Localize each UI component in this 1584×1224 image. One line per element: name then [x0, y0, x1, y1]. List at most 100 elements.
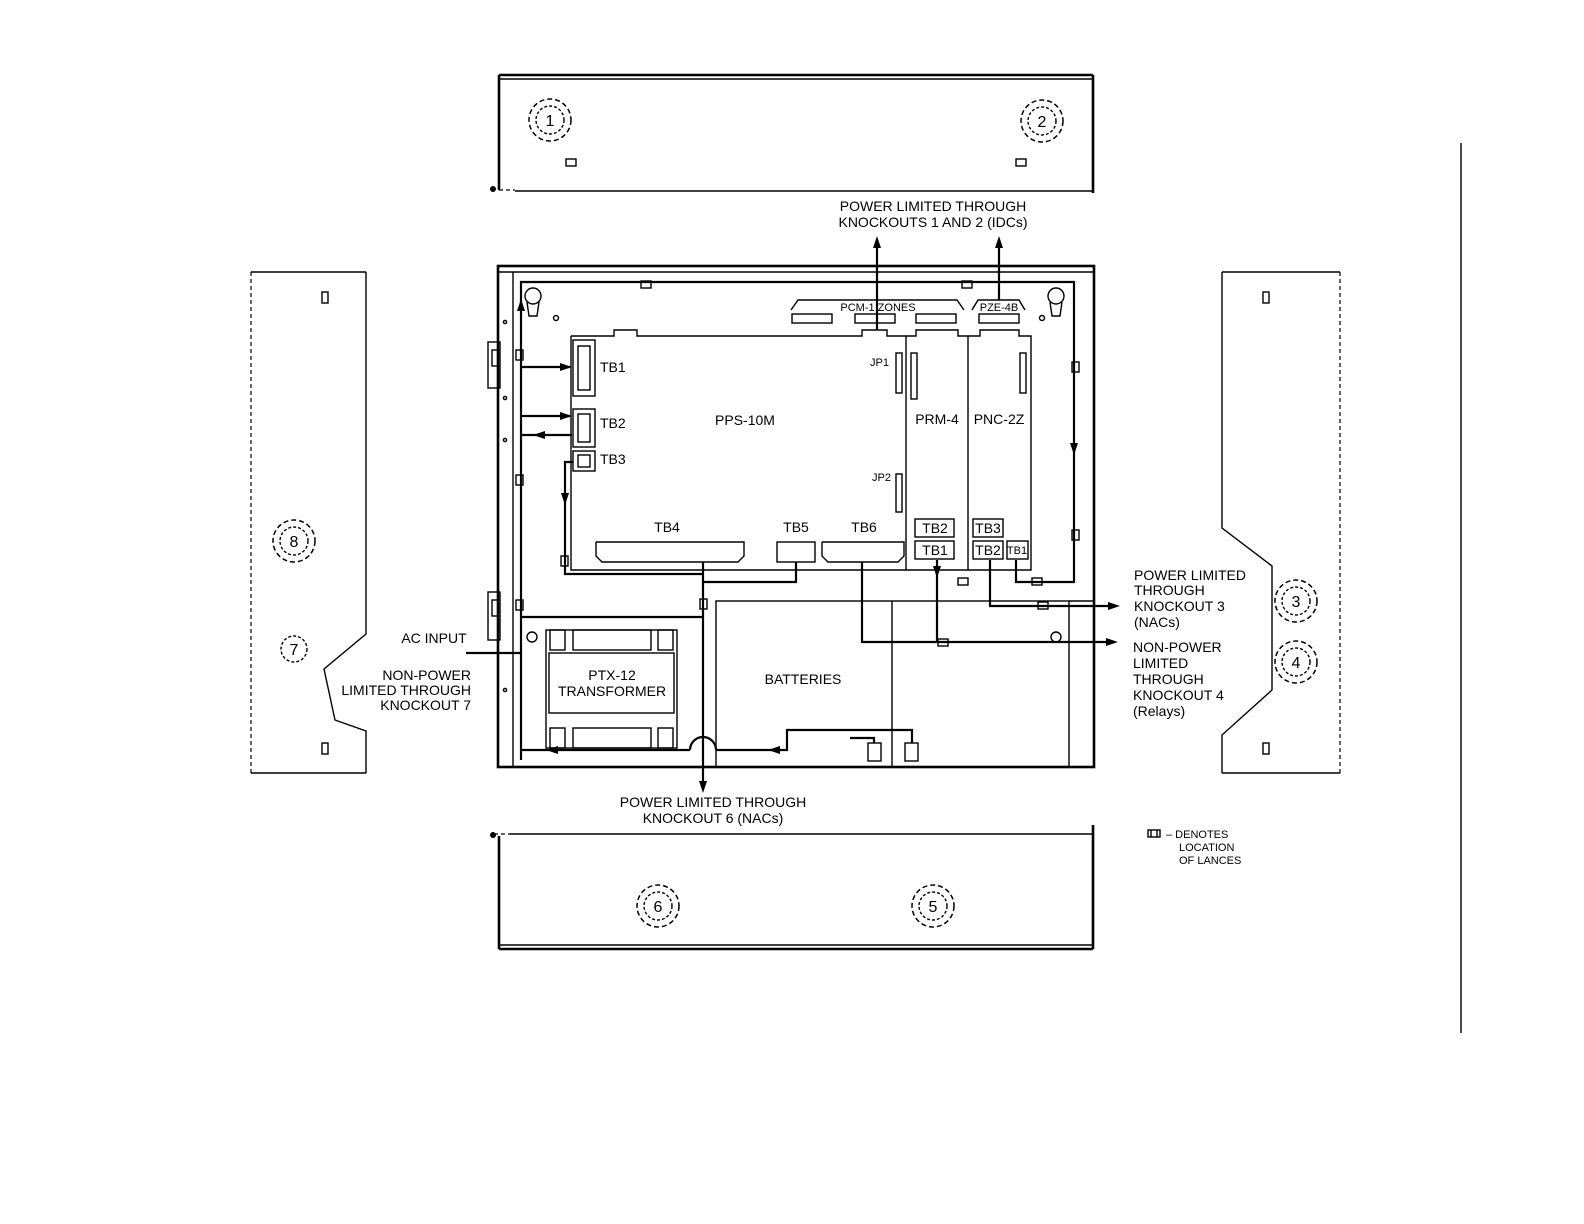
knockout-4-note-line5: (Relays): [1133, 703, 1185, 719]
knockout-7: 7: [280, 635, 308, 663]
keyhole-icon: [1047, 287, 1065, 317]
main-enclosure: BATTERIES: [487, 264, 1096, 769]
knockout-8: 8: [272, 519, 316, 563]
knockout-4: 4: [1274, 640, 1318, 684]
knockout-7-note-line1: NON-POWER: [382, 667, 471, 683]
svg-text:PNC-2Z: PNC-2Z: [974, 411, 1025, 427]
svg-text:TB3: TB3: [975, 520, 1001, 536]
svg-text:TB2: TB2: [600, 415, 626, 431]
svg-text:7: 7: [290, 642, 299, 659]
pps-10m-board: PPS-10M TB1 TB2 TB3 JP1 JP2 TB4 TB5 TB6: [570, 329, 907, 571]
svg-text:TB4: TB4: [654, 519, 680, 535]
knockout-6-note-line2: KNOCKOUT 6 (NACs): [643, 810, 784, 826]
svg-text:TB2: TB2: [922, 520, 948, 536]
note-knockouts-1-2-line2: KNOCKOUTS 1 AND 2 (IDCs): [838, 214, 1027, 230]
pps-10m-label: PPS-10M: [715, 412, 775, 428]
svg-text:– DENOTES: – DENOTES: [1166, 829, 1228, 841]
jp2-header: [895, 473, 903, 513]
prm-4-board: PRM-4 TB2 TB1: [906, 329, 969, 571]
svg-text:TB6: TB6: [851, 519, 877, 535]
knockout-5: 5: [911, 884, 955, 928]
svg-text:4: 4: [1292, 655, 1301, 672]
svg-text:LOCATION: LOCATION: [1179, 842, 1234, 854]
ptx-12-transformer: PTX-12 TRANSFORMER: [545, 629, 678, 749]
knockout-4-note-line2: LIMITED: [1133, 655, 1188, 671]
knockout-2: 2: [1020, 99, 1064, 143]
tb2-terminal: [572, 408, 596, 448]
left-panel: 8 7: [250, 271, 367, 774]
hinge: [487, 591, 501, 641]
svg-text:TB1: TB1: [600, 359, 626, 375]
knockout-4-note-line3: THROUGH: [1133, 671, 1204, 687]
svg-text:TB2: TB2: [975, 542, 1001, 558]
svg-text:6: 6: [654, 899, 663, 916]
knockout-6-note-line1: POWER LIMITED THROUGH: [620, 794, 806, 810]
right-panel: 3 4: [1221, 271, 1341, 774]
svg-text:1: 1: [546, 113, 555, 130]
knockout-7-note-line2: LIMITED THROUGH: [341, 682, 471, 698]
lance-icon: [1015, 158, 1027, 167]
knockout-3: 3: [1274, 579, 1318, 623]
prm-tb1: [914, 540, 955, 560]
svg-text:TB5: TB5: [783, 519, 809, 535]
svg-text:3: 3: [1292, 594, 1301, 611]
svg-text:TB1: TB1: [922, 542, 948, 558]
lance-icon: [515, 599, 524, 611]
lance-icon: [1071, 361, 1080, 373]
jp1-header: [895, 352, 903, 394]
tb3-terminal: [572, 450, 596, 472]
knockout-3-note-line1: POWER LIMITED: [1134, 567, 1246, 583]
batteries-label: BATTERIES: [765, 671, 842, 687]
knockout-3-note-line4: (NACs): [1134, 614, 1180, 630]
top-panel: 1 2: [490, 73, 1095, 193]
note-knockouts-1-2-line1: POWER LIMITED THROUGH: [840, 198, 1026, 214]
svg-text:JP2: JP2: [872, 472, 891, 484]
pze-4b: PZE-4B: [971, 299, 1026, 324]
lance-icon: [1262, 742, 1270, 755]
svg-text:PTX-12: PTX-12: [588, 667, 636, 683]
legend: – DENOTES LOCATION OF LANCES: [1147, 829, 1241, 867]
pnc-tb2: [972, 540, 1004, 560]
lance-icon: [515, 474, 524, 486]
knockout-4-note-line1: NON-POWER: [1133, 639, 1222, 655]
hinge: [487, 341, 501, 389]
svg-text:TRANSFORMER: TRANSFORMER: [558, 683, 666, 699]
svg-text:5: 5: [929, 899, 938, 916]
battery-terminal: [904, 742, 919, 762]
svg-text:2: 2: [1038, 114, 1047, 131]
knockout-3-note-line2: THROUGH: [1134, 582, 1205, 598]
tb6-terminal: [821, 541, 905, 563]
tb1-terminal: [572, 339, 596, 397]
wiring: [466, 236, 1120, 793]
svg-text:OF LANCES: OF LANCES: [1179, 855, 1241, 867]
tb4-terminal: [595, 541, 745, 563]
lance-icon: [1262, 291, 1270, 304]
svg-text:PZE-4B: PZE-4B: [980, 302, 1019, 314]
lance-icon: [1071, 529, 1080, 541]
svg-text:PRM-4: PRM-4: [915, 411, 959, 427]
knockout-3-note-line3: KNOCKOUT 3: [1134, 598, 1225, 614]
prm-tb2: [914, 518, 955, 538]
lance-icon: [957, 577, 969, 586]
lance-icon: [321, 742, 329, 755]
keyhole-icon: [524, 287, 542, 317]
lance-icon: [515, 349, 524, 361]
svg-text:8: 8: [290, 534, 299, 551]
lance-icon: [565, 158, 577, 167]
pnc-tb1: [1006, 540, 1029, 560]
lance-icon: [321, 291, 329, 304]
tb5-terminal: [776, 541, 816, 563]
knockout-6: 6: [636, 884, 680, 928]
pnc-tb3: [972, 518, 1004, 538]
svg-text:JP1: JP1: [870, 357, 889, 369]
knockout-4-note-line4: KNOCKOUT 4: [1133, 687, 1224, 703]
lance-icon: [1147, 829, 1161, 838]
knockout-1: 1: [528, 98, 572, 142]
pnc-2z-board: PNC-2Z TB3 TB2 TB1: [968, 329, 1032, 571]
svg-text:TB1: TB1: [1007, 545, 1027, 557]
ac-input-label: AC INPUT: [401, 630, 467, 646]
knockout-7-note-line3: KNOCKOUT 7: [380, 697, 471, 713]
svg-text:TB3: TB3: [600, 451, 626, 467]
battery-terminal: [867, 742, 882, 762]
